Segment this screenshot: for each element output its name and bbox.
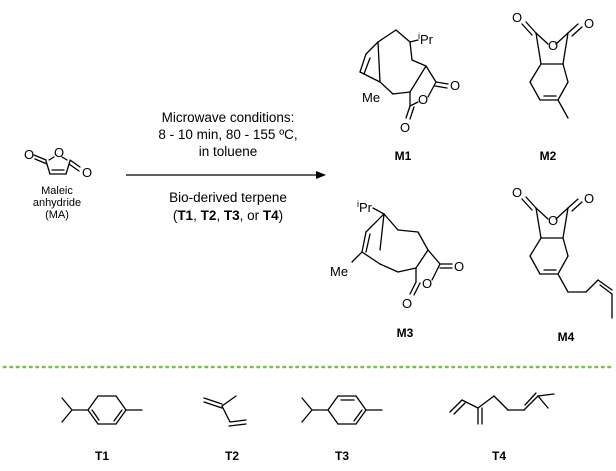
m1-isopropyl-label: iPr [418, 31, 434, 47]
m3-methyl-label: Me [330, 264, 348, 279]
reaction-arrow [126, 171, 326, 179]
terpene-t4-label: T4 [492, 449, 506, 463]
m4-carbonyl-oxygen-right: O [584, 191, 594, 206]
terpene-t4-structure [449, 392, 555, 425]
product-m4-label: M4 [558, 330, 575, 344]
conditions-line1: Microwave conditions: [162, 110, 295, 125]
conditions-line4: Bio-derived terpene [169, 190, 287, 205]
product-m2-label: M2 [540, 149, 557, 163]
terpene-t3-structure [301, 395, 383, 425]
terpene-t1-structure [61, 395, 143, 425]
m2-carbonyl-oxygen-left: O [512, 10, 522, 25]
product-m2-structure: O O O [512, 10, 594, 119]
ma-name-line1: Maleic [41, 185, 73, 197]
conditions-line2: 8 - 10 min, 80 - 155 ºC, [158, 127, 297, 142]
m1-carbonyl-oxygen-bottom: O [400, 120, 410, 135]
terpene-t2-structure [203, 395, 247, 427]
m1-methyl-label: Me [362, 90, 380, 105]
m3-carbonyl-oxygen-bottom: O [402, 296, 412, 311]
m2-carbonyl-oxygen-right: O [584, 16, 594, 31]
m1-ring-oxygen: O [418, 92, 428, 107]
m1-carbonyl-oxygen-right: O [450, 78, 460, 93]
conditions-line3: in toluene [199, 144, 258, 159]
m4-ring-oxygen: O [548, 213, 558, 228]
ma-carbonyl-oxygen-left: O [24, 147, 34, 162]
maleic-anhydride-structure: O O O [24, 145, 92, 180]
product-m1-structure: iPr Me O O O [359, 29, 460, 135]
product-m3-label: M3 [397, 326, 414, 340]
m2-ring-oxygen: O [548, 38, 558, 53]
terpene-t1-label: T1 [95, 449, 109, 463]
ma-name-line3: (MA) [45, 209, 69, 221]
product-m4-structure: O O O [512, 185, 613, 319]
ma-carbonyl-oxygen-right: O [82, 165, 92, 180]
product-m1-label: M1 [395, 149, 412, 163]
m3-carbonyl-oxygen-right: O [454, 259, 464, 274]
conditions-line5: (T1, T2, T3, or T4) [173, 208, 283, 223]
terpene-t3-label: T3 [335, 449, 349, 463]
ma-name-line2: anhydride [33, 197, 81, 209]
m4-carbonyl-oxygen-left: O [512, 185, 522, 200]
m3-isopropyl-label: iPr [357, 199, 373, 215]
terpene-t2-label: T2 [225, 449, 239, 463]
product-m3-structure: iPr Me O O O [330, 199, 464, 311]
ma-ring-oxygen: O [54, 145, 64, 160]
m3-ring-oxygen: O [422, 276, 432, 291]
